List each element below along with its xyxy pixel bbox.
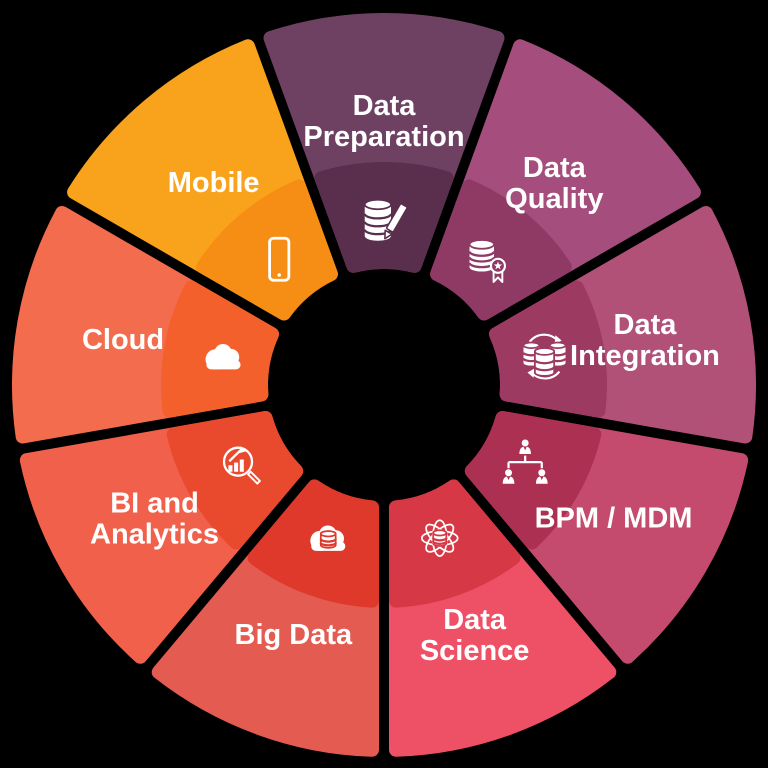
database-edit-icon (363, 198, 408, 241)
segment-mobile: Mobile (67, 39, 338, 321)
segment-label-big-data: Big Data (235, 619, 354, 651)
database-quality-badge-icon (468, 239, 507, 283)
segment-bi-analytics-inner-band (166, 411, 304, 550)
cloud-database-icon (310, 525, 346, 551)
segment-label-bpm-mdm: BPM / MDM (535, 503, 693, 535)
org-hierarchy-icon (502, 439, 548, 484)
segment-label-cloud: Cloud (82, 324, 164, 356)
segment-data-quality-inner-band (430, 179, 572, 321)
database-sync-icon (522, 333, 567, 380)
smartphone-icon (268, 236, 291, 282)
cloud-icon (205, 344, 241, 370)
segment-mobile-inner-band (196, 179, 338, 321)
segment-big-data: Big Data (151, 479, 380, 757)
segment-bpm-mdm: BPM / MDM (464, 411, 749, 664)
segment-data-science-inner-band (388, 479, 521, 608)
segment-label-mobile: Mobile (168, 167, 260, 199)
segment-cloud: Cloud (12, 205, 279, 444)
magnifier-chart-icon (222, 446, 261, 485)
atom-database-icon (420, 519, 459, 557)
segment-bpm-mdm-inner-band (464, 411, 602, 550)
